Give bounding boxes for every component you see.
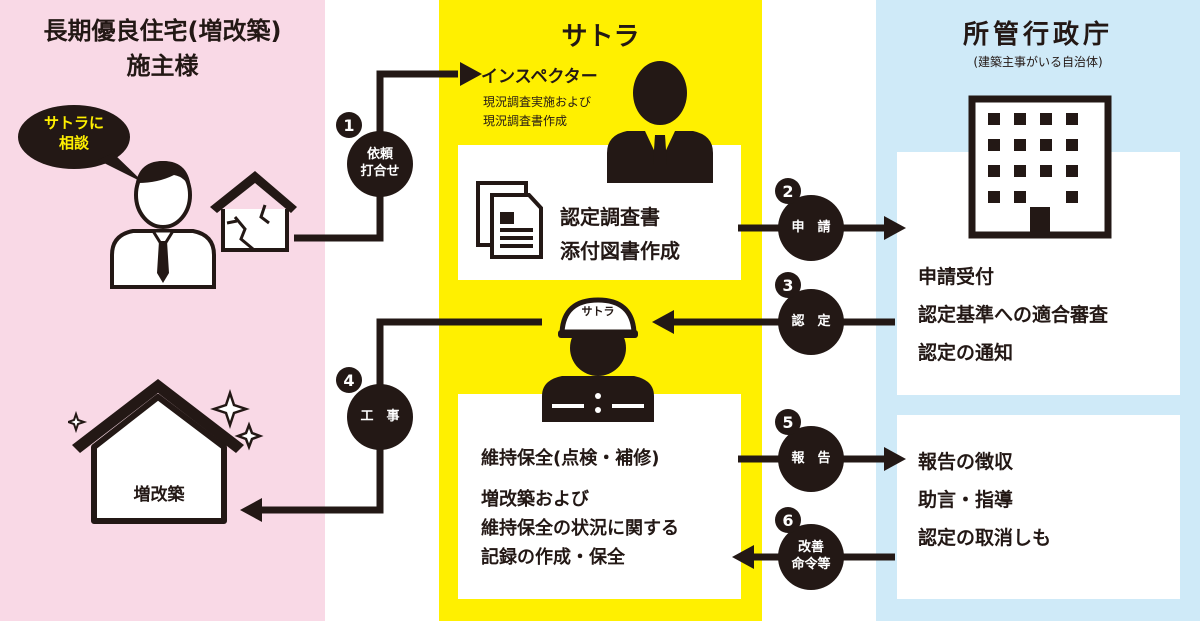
owner-person-icon [110, 161, 216, 289]
step-2-circle: 申 請 [778, 195, 844, 261]
step-1-number: 1 [336, 112, 362, 138]
owner-title-line1: 長期優良住宅(増改築) [43, 17, 282, 45]
inspector-title: インスペクター [481, 67, 598, 87]
step-1-circle: 依頼 打合せ [347, 131, 413, 197]
step-4-number: 4 [336, 367, 362, 393]
house-label: 増改築 [133, 485, 185, 505]
step-3-circle: 認 定 [778, 289, 844, 355]
document-text: 認定調査書 添付図書作成 [560, 200, 680, 268]
document-line1: 認定調査書 [560, 205, 660, 229]
authority-box-1-line3: 認定の通知 [918, 342, 1014, 364]
renovated-house-icon [68, 379, 264, 524]
owner-title: 長期優良住宅(増改築) 施主様 [0, 14, 325, 84]
owner-title-line2: 施主様 [126, 51, 199, 80]
helmet-label: サトラ [581, 305, 615, 318]
step-5-circle: 報 告 [778, 426, 844, 492]
step-6-circle: 改善 命令等 [778, 524, 844, 590]
owner-column [0, 0, 325, 621]
inspector-desc-line1: 現況調査実施および [483, 95, 592, 109]
inspector-desc-line2: 現況調査書作成 [483, 114, 568, 129]
inspector-arrow-icon [462, 68, 478, 84]
maintenance-title: 維持保全(点検・補修) [481, 448, 660, 469]
maintenance-line2: 維持保全の状況に関する [481, 517, 679, 539]
authority-box-2 [897, 415, 1180, 599]
maintenance-desc: 増改築および 維持保全の状況に関する 記録の作成・保全 [481, 486, 679, 572]
old-house-icon [210, 171, 297, 252]
consult-bubble: サトラに 相談 [18, 105, 144, 183]
authority-box-1-line1: 申請受付 [918, 266, 995, 288]
authority-box-1-line2: 認定基準への適合審査 [918, 304, 1109, 326]
document-icon [476, 181, 543, 259]
authority-title: 所管行政庁 [962, 20, 1113, 50]
authority-box-2-line3: 認定の取消しも [918, 527, 1052, 549]
document-line2: 添付図書作成 [560, 239, 680, 263]
maintenance-line3: 記録の作成・保全 [481, 546, 625, 568]
step-4-circle: 工 事 [347, 384, 413, 450]
authority-box-2-line1: 報告の徴収 [918, 451, 1014, 473]
authority-box-2-line2: 助言・指導 [918, 489, 1014, 511]
step-3-number: 3 [775, 272, 801, 298]
consult-bubble-text: サトラに 相談 [43, 114, 104, 153]
authority-box-1-text: 申請受付 認定基準への適合審査 認定の通知 [918, 258, 1108, 372]
satora-title: サトラ [561, 22, 640, 52]
step-6-number: 6 [775, 507, 801, 533]
office-building-icon [968, 95, 1112, 239]
authority-box-2-text: 報告の徴収 助言・指導 認定の取消しも [918, 443, 1051, 557]
worker-person-icon [542, 297, 654, 422]
inspector-desc: 現況調査実施および 現況調査書作成 [483, 93, 591, 131]
step-5-number: 5 [775, 409, 801, 435]
inspector-person-icon [607, 61, 713, 183]
authority-subtitle: (建築主事がいる自治体) [973, 55, 1103, 69]
step-2-number: 2 [775, 178, 801, 204]
maintenance-line1: 増改築および [481, 489, 589, 510]
